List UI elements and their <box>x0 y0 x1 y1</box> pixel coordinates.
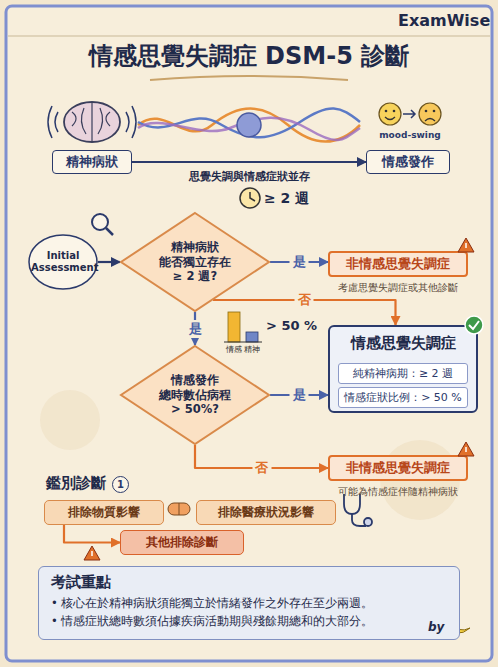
box-heading: 非情感思覺失調症 <box>334 255 462 273</box>
box-heading: 考試重點 <box>51 573 447 592</box>
edge-label: 否 <box>252 459 271 477</box>
outcome-box: 非情感思覺失調症可能為情感症伴隨精神病狀 <box>328 455 468 499</box>
threshold-label: ≥ 2 週 <box>264 190 309 208</box>
title-swoosh <box>150 76 348 80</box>
decision-diamond: 精神病狀 能否獨立存在 ≥ 2 週? <box>120 212 270 312</box>
signature: by <box>428 620 444 634</box>
label-wrap: 情感發作 總時數佔病程 > 50%? <box>153 373 237 418</box>
label-wrap: 精神病狀 能否獨立存在 ≥ 2 週? <box>153 240 237 285</box>
criterion-box: 純精神病期：≥ 2 週 <box>338 363 468 384</box>
edge-label: 是 <box>186 320 205 338</box>
box-text: • 情感症狀總時數須佔據疾病活動期與殘餘期總和的大部分。 <box>51 613 447 631</box>
node-label: Initial Assessment <box>31 250 95 274</box>
box-note: 可能為情感症伴隨精神病狀 <box>328 485 468 499</box>
box-text: • 核心在於精神病狀須能獨立於情緒發作之外存在至少兩週。 <box>51 595 447 613</box>
bar-label: 精神 <box>244 344 260 355</box>
stethoscope-icon <box>344 494 372 526</box>
warning-icon <box>458 442 474 456</box>
warning-icon <box>458 238 474 252</box>
criterion-box: 情感症狀比例：> 50 % <box>338 387 468 408</box>
label-wrap: Initial Assessment <box>31 250 95 274</box>
box-heading: 情感思覺失調症 <box>330 327 476 353</box>
edge-label: 是 <box>290 253 309 271</box>
page-frame <box>6 6 492 661</box>
exclusion-box: 其他排除診斷 <box>120 530 244 555</box>
connector-arrow <box>64 525 120 543</box>
brand-name: ExamWise <box>398 11 490 30</box>
header-rule <box>8 36 490 37</box>
bar-chart <box>224 312 262 342</box>
box-note: 考慮思覺失調症或其他診斷 <box>328 281 468 295</box>
node-label: 情感發作 總時數佔病程 > 50%? <box>153 373 237 418</box>
box-heading: 非情感思覺失調症 <box>334 459 462 477</box>
result-box: 情感思覺失調症純精神病期：≥ 2 週情感症狀比例：> 50 % <box>328 325 478 413</box>
magnifier-icon <box>92 214 113 235</box>
connector-arrow <box>132 161 366 163</box>
box-heading: 排除物質影響 <box>48 504 160 521</box>
edge-label: 思覺失調與情感症狀並存 <box>186 169 313 184</box>
start-ellipse: Initial Assessment <box>28 234 98 290</box>
box-heading: 情感發作 <box>371 153 445 171</box>
callout-number: 1 <box>112 476 129 493</box>
warning-icon <box>84 546 100 560</box>
edge-label: 是 <box>290 386 309 404</box>
box-heading: 其他排除診斷 <box>124 534 240 551</box>
concept-tag: 情感發作 <box>366 150 450 174</box>
edge-label: 否 <box>295 291 314 309</box>
box-frame: 非情感思覺失調症 <box>328 251 468 277</box>
icon-caption: mood-swing <box>379 130 441 140</box>
connector-arrow <box>98 261 120 263</box>
box-heading: 精神病狀 <box>57 153 127 171</box>
key-points-panel: 考試重點 • 核心在於精神病狀須能獨立於情緒發作之外存在至少兩週。• 情感症狀總時… <box>38 566 460 640</box>
clock-icon <box>240 188 260 208</box>
box-heading: 情感症狀比例：> 50 % <box>343 390 463 405</box>
mood-faces <box>379 103 441 125</box>
exclusion-box: 排除物質影響 <box>44 500 164 525</box>
wave-band <box>138 108 360 141</box>
brain-icon <box>48 102 136 142</box>
decision-diamond: 情感發作 總時數佔病程 > 50%? <box>120 345 270 445</box>
threshold-label: > 50 % <box>266 318 317 333</box>
diagram-title: 情感思覺失調症 DSM-5 診斷 <box>0 40 498 72</box>
outcome-box: 非情感思覺失調症考慮思覺失調症或其他診斷 <box>328 251 468 295</box>
pill-icon <box>168 503 190 515</box>
node-label: 精神病狀 能否獨立存在 ≥ 2 週? <box>153 240 237 285</box>
section-heading: 鑑別診斷 <box>46 474 106 493</box>
bar-label: 情感 <box>226 344 242 355</box>
box-frame: 非情感思覺失調症 <box>328 455 468 481</box>
box-heading: 排除醫療狀況影響 <box>200 504 332 521</box>
concept-tag: 精神病狀 <box>52 150 132 174</box>
paper-stain <box>40 390 100 450</box>
exclusion-box: 排除醫療狀況影響 <box>196 500 336 525</box>
box-heading: 純精神病期：≥ 2 週 <box>343 366 463 381</box>
